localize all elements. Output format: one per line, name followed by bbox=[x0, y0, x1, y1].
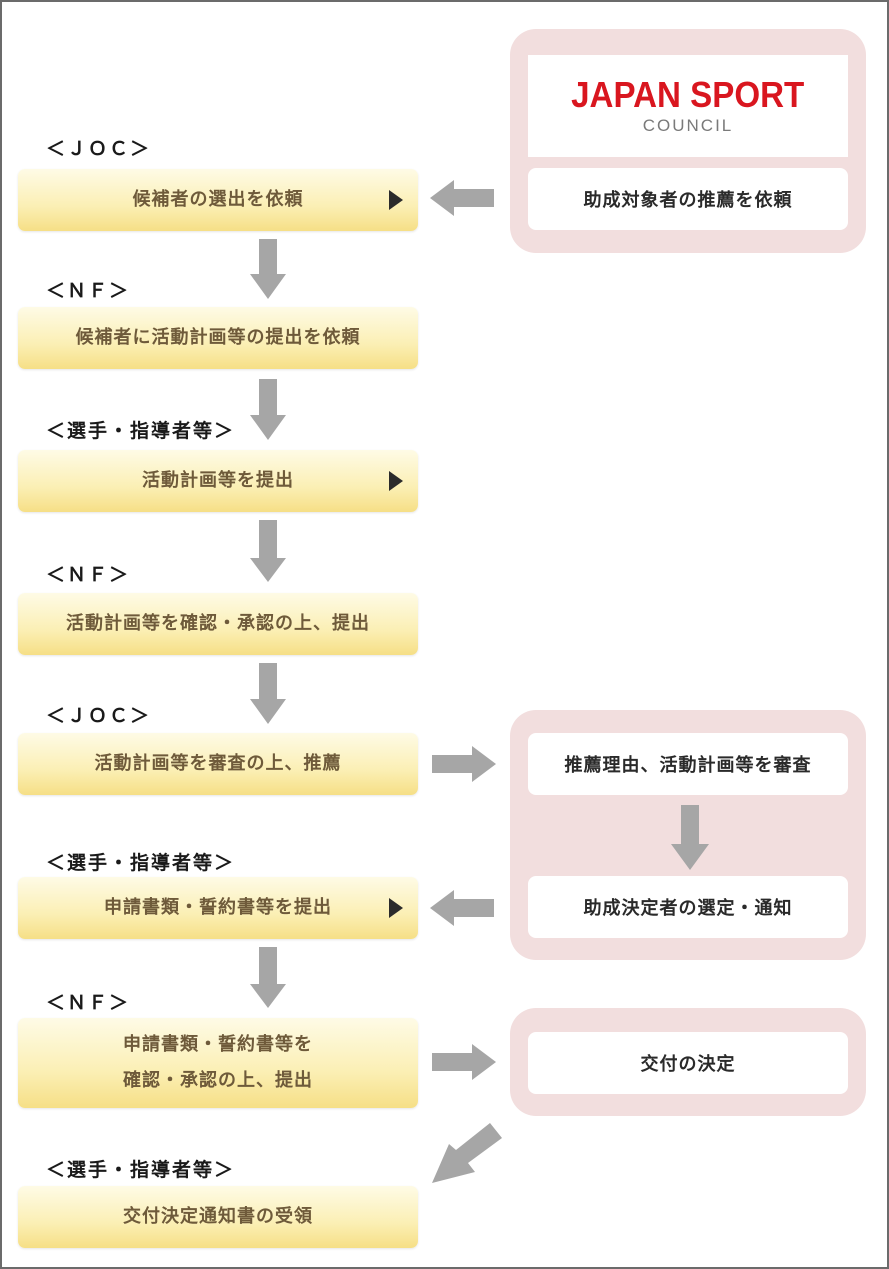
step-box-1: 候補者の選出を依頼 bbox=[18, 169, 418, 231]
arrow-left-icon bbox=[430, 890, 494, 926]
arrow-down-icon bbox=[250, 520, 286, 582]
step-text: 候補者に活動計画等の提出を依頼 bbox=[75, 327, 361, 348]
step-box-7: 申請書類・誓約書等を 確認・承認の上、提出 bbox=[18, 1018, 418, 1108]
arrow-diagonal-icon bbox=[432, 1123, 502, 1183]
triangle-right-icon bbox=[389, 898, 403, 918]
jsc-review-box: 推薦理由、活動計画等を審査 bbox=[528, 733, 848, 795]
step-text: 活動計画等を審査の上、推薦 bbox=[94, 753, 342, 774]
step-text: 交付決定通知書の受領 bbox=[123, 1206, 313, 1227]
arrow-down-icon bbox=[250, 663, 286, 724]
role-label: ＜ＮＦ＞ bbox=[46, 280, 131, 302]
triangle-right-icon bbox=[389, 471, 403, 491]
role-label: ＜選手・指導者等＞ bbox=[46, 420, 236, 442]
step-text: 候補者の選出を依頼 bbox=[132, 189, 304, 210]
jsc-request-box: 助成対象者の推薦を依頼 bbox=[528, 168, 848, 230]
step-text-line1: 申請書類・誓約書等を bbox=[123, 1034, 313, 1055]
jsc-decision-box: 交付の決定 bbox=[528, 1032, 848, 1094]
role-label: ＜ＮＦ＞ bbox=[46, 992, 131, 1014]
step-box-6: 申請書類・誓約書等を提出 bbox=[18, 877, 418, 939]
role-label: ＜ＪＯＣ＞ bbox=[46, 705, 152, 727]
step-text: 活動計画等を提出 bbox=[142, 470, 294, 491]
step-box-2: 候補者に活動計画等の提出を依頼 bbox=[18, 307, 418, 369]
step-box-3: 活動計画等を提出 bbox=[18, 450, 418, 512]
role-label: ＜選手・指導者等＞ bbox=[46, 1159, 236, 1181]
role-label: ＜ＪＯＣ＞ bbox=[46, 138, 152, 160]
arrow-right-icon bbox=[432, 746, 496, 782]
arrow-down-icon bbox=[250, 239, 286, 299]
arrow-left-icon bbox=[430, 180, 494, 216]
jsc-logo: JAPAN SPORT COUNCIL bbox=[528, 55, 848, 157]
logo-sub-text: COUNCIL bbox=[642, 116, 734, 135]
role-label: ＜選手・指導者等＞ bbox=[46, 852, 236, 874]
role-label: ＜ＮＦ＞ bbox=[46, 564, 131, 586]
arrow-down-icon bbox=[250, 947, 286, 1008]
step-box-4: 活動計画等を確認・承認の上、提出 bbox=[18, 593, 418, 655]
step-box-5: 活動計画等を審査の上、推薦 bbox=[18, 733, 418, 795]
step-text: 活動計画等を確認・承認の上、提出 bbox=[66, 613, 370, 634]
arrow-down-icon bbox=[250, 379, 286, 440]
step-box-8: 交付決定通知書の受領 bbox=[18, 1186, 418, 1248]
arrow-right-icon bbox=[432, 1044, 496, 1080]
jsc-selection-box: 助成決定者の選定・通知 bbox=[528, 876, 848, 938]
logo-main-text: JAPAN SPORT bbox=[571, 74, 805, 115]
arrow-down-icon bbox=[671, 805, 709, 870]
step-text: 申請書類・誓約書等を提出 bbox=[104, 897, 332, 918]
triangle-right-icon bbox=[389, 190, 403, 210]
step-text-line2: 確認・承認の上、提出 bbox=[123, 1070, 313, 1091]
